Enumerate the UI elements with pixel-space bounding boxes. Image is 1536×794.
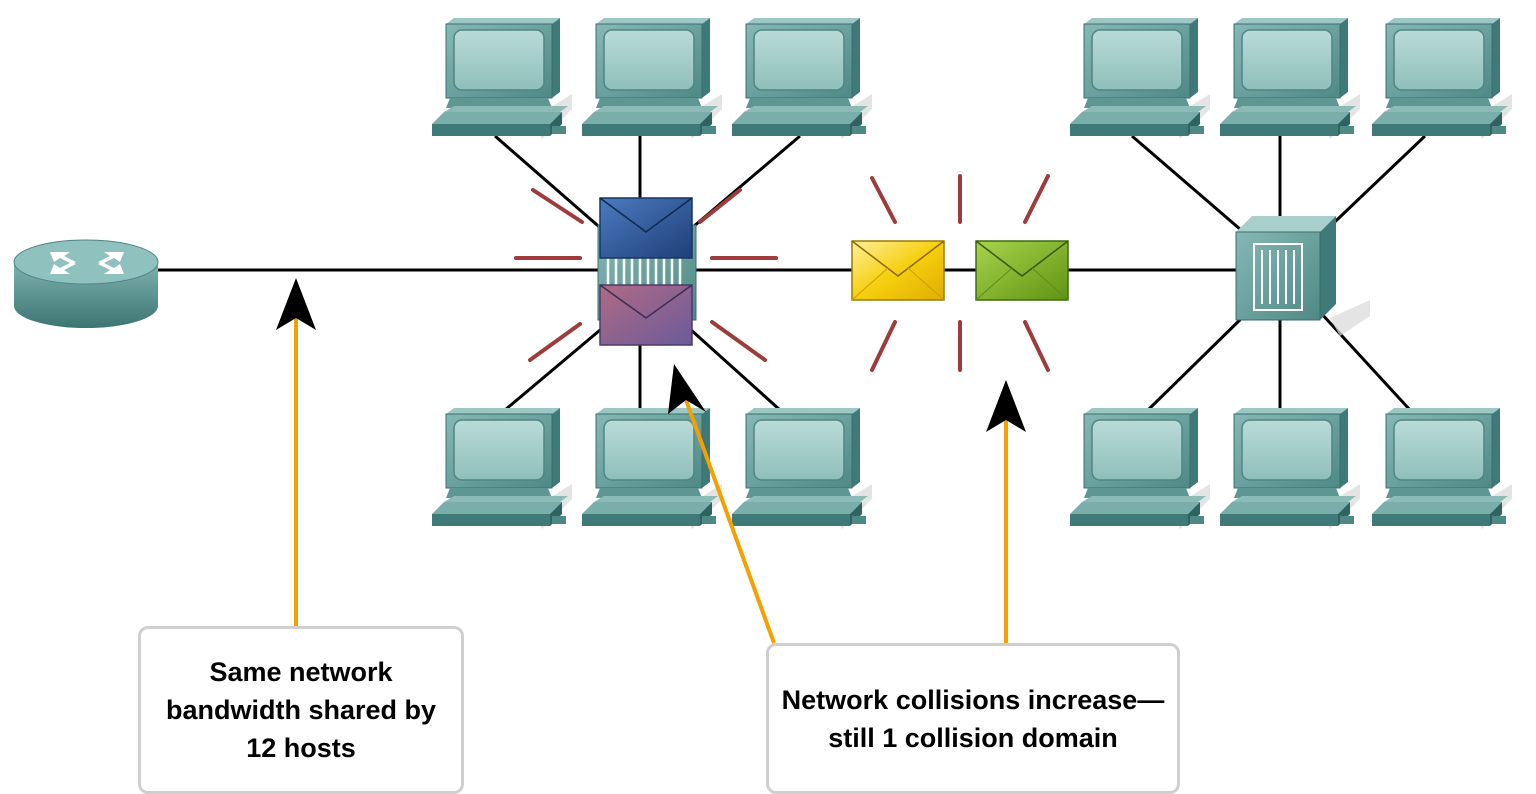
frame-envelope-icon (851, 240, 945, 301)
host-computer-icon (1069, 407, 1211, 530)
cables (158, 134, 1427, 412)
collision-marks (514, 174, 1050, 372)
router-icon (13, 239, 159, 328)
host-computer-icon (1069, 17, 1211, 140)
callout-bandwidth: Same network bandwidth shared by 12 host… (138, 626, 464, 794)
frame-envelope-icon (975, 240, 1069, 301)
hub-icon (1235, 216, 1370, 336)
callout-collisions: Network collisions increase—still 1 coll… (766, 643, 1180, 794)
frame-envelope-icon (599, 197, 693, 259)
host-computer-icon (731, 407, 873, 530)
host-computer-icon (1219, 17, 1361, 140)
host-computer-icon (431, 17, 573, 140)
host-computer-icon (581, 17, 723, 140)
callout-bandwidth-text: Same network bandwidth shared by 12 host… (165, 657, 437, 763)
callout-collisions-text: Network collisions increase—still 1 coll… (781, 684, 1165, 753)
frame-envelope-icon (599, 284, 693, 346)
host-computer-icon (731, 17, 873, 140)
host-computer-icon (431, 407, 573, 530)
host-computer-icon (581, 407, 723, 530)
pointer-hub (668, 364, 776, 644)
host-computer-icon (1371, 407, 1513, 530)
host-computer-icon (1219, 407, 1361, 530)
host-computer-icon (1371, 17, 1513, 140)
pointer-bandwidth (276, 278, 316, 626)
pointer-collision (986, 380, 1026, 643)
